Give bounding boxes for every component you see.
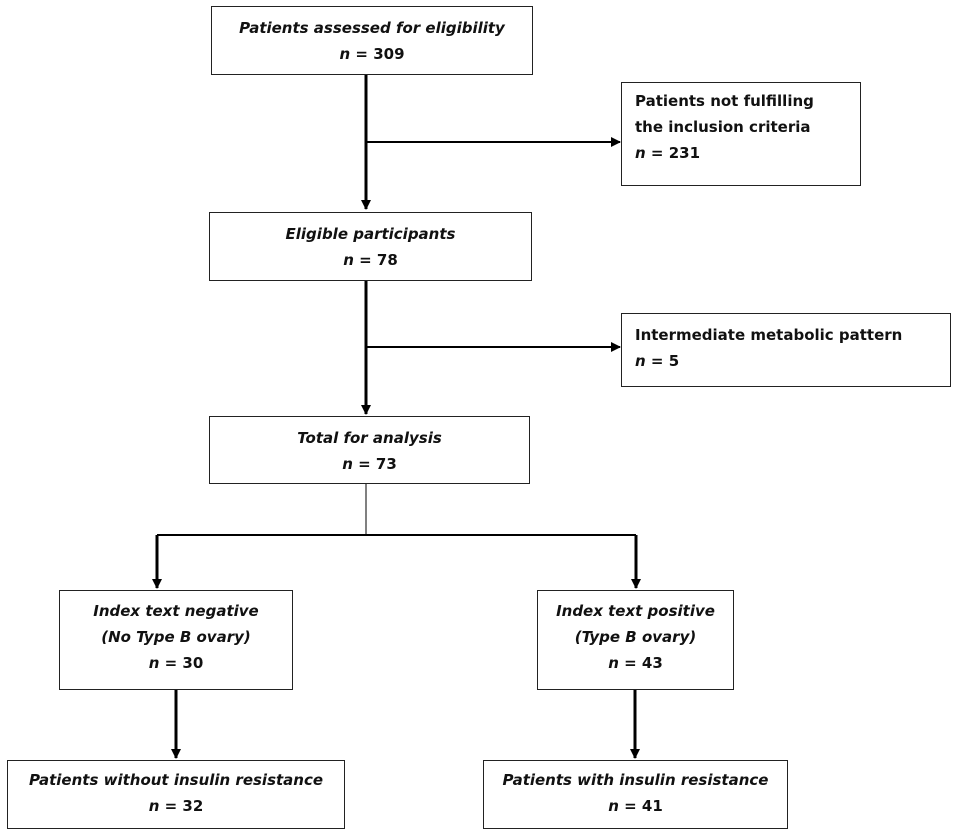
positive-line1: Index text positive xyxy=(556,602,715,620)
assessed-box: Patients assessed for eligibility n = 30… xyxy=(211,6,533,75)
excluded-criteria-line1: Patients not fulfilling xyxy=(635,92,814,110)
with-ir-box: Patients with insulin resistance n = 41 xyxy=(483,760,788,829)
excluded-metabolic-label: Intermediate metabolic pattern xyxy=(635,326,903,344)
assessed-label: Patients assessed for eligibility xyxy=(239,19,505,37)
assessed-count: n = 309 xyxy=(339,45,405,63)
excluded-criteria-line2: the inclusion criteria xyxy=(635,118,811,136)
negative-line1: Index text negative xyxy=(93,602,259,620)
without-ir-count: n = 32 xyxy=(148,797,204,815)
analysis-label: Total for analysis xyxy=(297,429,442,447)
excluded-criteria-count: n = 231 xyxy=(635,144,701,162)
eligible-count: n = 78 xyxy=(343,251,398,269)
analysis-count: n = 73 xyxy=(342,455,397,473)
eligible-label: Eligible participants xyxy=(285,225,456,243)
positive-line2: (Type B ovary) xyxy=(574,628,697,646)
without-ir-label: Patients without insulin resistance xyxy=(28,771,324,789)
negative-box: Index text negative (No Type B ovary) n … xyxy=(59,590,293,690)
positive-count: n = 43 xyxy=(608,654,663,672)
excluded-metabolic-box: Intermediate metabolic pattern n = 5 xyxy=(621,313,951,387)
without-ir-box: Patients without insulin resistance n = … xyxy=(7,760,345,829)
eligible-box: Eligible participants n = 78 xyxy=(209,212,532,281)
negative-line2: (No Type B ovary) xyxy=(101,628,251,646)
positive-box: Index text positive (Type B ovary) n = 4… xyxy=(537,590,734,690)
with-ir-label: Patients with insulin resistance xyxy=(502,771,769,789)
analysis-box: Total for analysis n = 73 xyxy=(209,416,530,484)
excluded-criteria-box: Patients not fulfilling the inclusion cr… xyxy=(621,82,861,186)
negative-count: n = 30 xyxy=(148,654,204,672)
excluded-metabolic-count: n = 5 xyxy=(635,352,680,370)
with-ir-count: n = 41 xyxy=(608,797,663,815)
